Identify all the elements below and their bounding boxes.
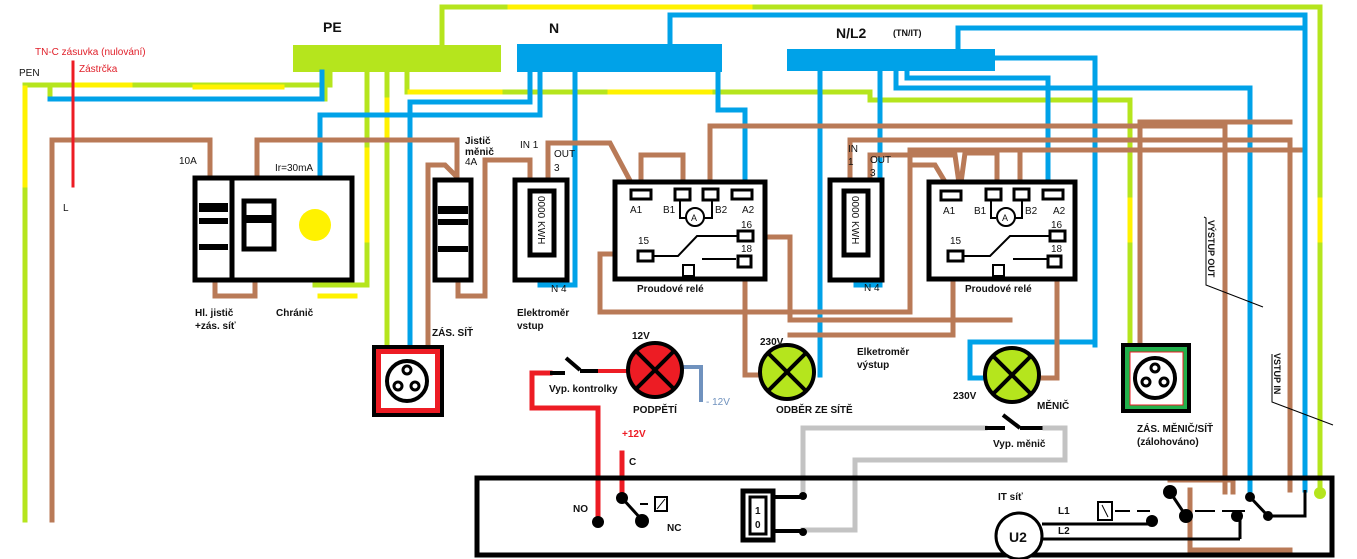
undervoltage-voltage: 12V <box>632 331 650 342</box>
rcd-breaker[interactable] <box>229 175 355 283</box>
meter-in <box>512 177 570 283</box>
grid-lamp <box>758 343 816 401</box>
output-in-label: VSTUP IN <box>1272 353 1282 394</box>
pe-busbar <box>293 45 501 72</box>
main-breaker-label-2: +zás. síť <box>195 321 236 332</box>
meter-out-out-num: 3 <box>870 168 876 179</box>
tn-c-socket-label: TN-C zásuvka (nulování) <box>35 47 146 58</box>
pen-label: PEN <box>19 68 40 79</box>
relay2-b1: B1 <box>974 206 987 217</box>
plug-label: Zástrčka <box>79 64 118 75</box>
backup-socket[interactable] <box>1121 343 1191 413</box>
meter-in-in: IN 1 <box>520 140 539 151</box>
relay1-b2: B2 <box>715 205 728 216</box>
l-label: L <box>63 203 69 214</box>
grid-lamp-label: ODBĚR ZE SÍTĚ <box>776 403 853 416</box>
inverter-breaker-label-1: Jistič <box>465 136 491 147</box>
undervoltage-lamp <box>626 341 684 399</box>
meter-in-label-2: vstup <box>517 321 544 332</box>
relay2-ammeter: A <box>1002 213 1008 223</box>
relay2-a1: A1 <box>943 206 956 217</box>
control-wires <box>529 356 703 523</box>
n-busbar-label: N <box>549 20 559 36</box>
inverter-breaker-label-3: 4A <box>465 157 478 168</box>
main-breaker-label-1: Hl. jistič <box>195 308 234 319</box>
relay-2 <box>926 179 1078 282</box>
inverter-unit <box>474 475 1335 558</box>
rcd-rating: Ir=30mA <box>275 163 313 174</box>
pe-busbar-label: PE <box>323 19 342 35</box>
contact-relay <box>592 492 668 528</box>
meter-in-display: 0000 KWH <box>535 196 546 244</box>
meter-out-label-1: Elketroměr <box>857 347 909 358</box>
lamps-switch-label: Vyp. kontrolky <box>549 384 618 395</box>
inverter-lamp <box>983 346 1041 404</box>
relay2-16: 16 <box>1051 220 1063 231</box>
n-busbar <box>517 44 722 72</box>
relay1-b1: B1 <box>663 205 676 216</box>
source-label: U2 <box>1009 529 1027 545</box>
relay1-16: 16 <box>741 220 753 231</box>
undervoltage-label: PODPĚTÍ <box>633 403 677 416</box>
relay2-b2: B2 <box>1025 206 1038 217</box>
power-switch-off: 0 <box>755 520 761 531</box>
input-pointer <box>1271 354 1334 426</box>
meter-out-label-2: výstup <box>857 360 889 371</box>
neutral-wires <box>47 12 1308 495</box>
inverter-lamp-label: MĚNIČ <box>1037 399 1069 412</box>
relay-1 <box>612 179 768 282</box>
inverter-switch-label: Vyp. měnič <box>993 439 1046 450</box>
contact-no-label: NO <box>573 504 588 515</box>
relay1-15: 15 <box>638 236 650 247</box>
l1-label: L1 <box>1058 506 1070 517</box>
inverter-breaker[interactable] <box>432 177 474 283</box>
power-switch[interactable] <box>740 488 807 543</box>
meter-out <box>827 177 885 283</box>
relay1-a1: A1 <box>630 205 643 216</box>
relay1-a2: A2 <box>742 205 755 216</box>
nl2-busbar <box>787 49 995 71</box>
line-wires <box>49 119 1303 553</box>
power-switch-on: 1 <box>755 506 761 517</box>
inverter-breaker-label-2: měnič <box>465 147 494 158</box>
relay2-15: 15 <box>950 236 962 247</box>
nl2-note: (TN/IT) <box>893 28 922 38</box>
grid-socket-label: ZÁS. SÍŤ <box>432 326 473 339</box>
meter-out-in: IN <box>848 144 858 155</box>
inverter-lamp-voltage: 230V <box>953 391 977 402</box>
backup-socket-label-2: (zálohováno) <box>1137 437 1199 448</box>
meter-out-display: 0000 KWH <box>849 196 860 244</box>
l2-label: L2 <box>1058 526 1070 537</box>
it-source <box>994 485 1326 559</box>
contact-c-label: C <box>629 457 636 468</box>
relay1-label: Proudové relé <box>637 284 704 295</box>
meter-out-n: N 4 <box>864 283 880 294</box>
inverter-switch-wires <box>800 413 1068 533</box>
it-net-label: IT síť <box>998 492 1023 503</box>
contact-nc-label: NC <box>667 523 681 534</box>
grid-socket[interactable] <box>372 345 444 417</box>
backup-socket-label-1: ZÁS. MĚNIČ/SÍŤ <box>1137 422 1213 435</box>
rcd-label: Chránič <box>276 308 314 319</box>
meter-out-in-num: 1 <box>848 157 854 168</box>
relay2-a2: A2 <box>1053 206 1066 217</box>
meter-in-label-1: Elektroměr <box>517 308 569 319</box>
output-out-label: VÝSTUP OUT <box>1206 220 1217 278</box>
rcd-test-button[interactable] <box>299 209 331 241</box>
minus-12v-label: - 12V <box>706 397 730 408</box>
output-pointer <box>1203 216 1264 308</box>
main-breaker[interactable] <box>192 175 235 283</box>
relay1-18: 18 <box>741 244 753 255</box>
main-breaker-rating: 10A <box>179 156 197 167</box>
nl2-busbar-label: N/L2 <box>836 25 867 41</box>
meter-out-out: OUT <box>870 155 891 166</box>
relay1-ammeter: A <box>691 213 697 223</box>
meter-in-out-num: 3 <box>554 163 560 174</box>
relay2-18: 18 <box>1051 244 1063 255</box>
plus-12v-label: +12V <box>622 429 646 440</box>
meter-in-out: OUT <box>554 149 575 160</box>
grid-lamp-voltage: 230V <box>760 337 784 348</box>
relay2-label: Proudové relé <box>965 284 1032 295</box>
meter-in-n: N 4 <box>551 284 567 295</box>
